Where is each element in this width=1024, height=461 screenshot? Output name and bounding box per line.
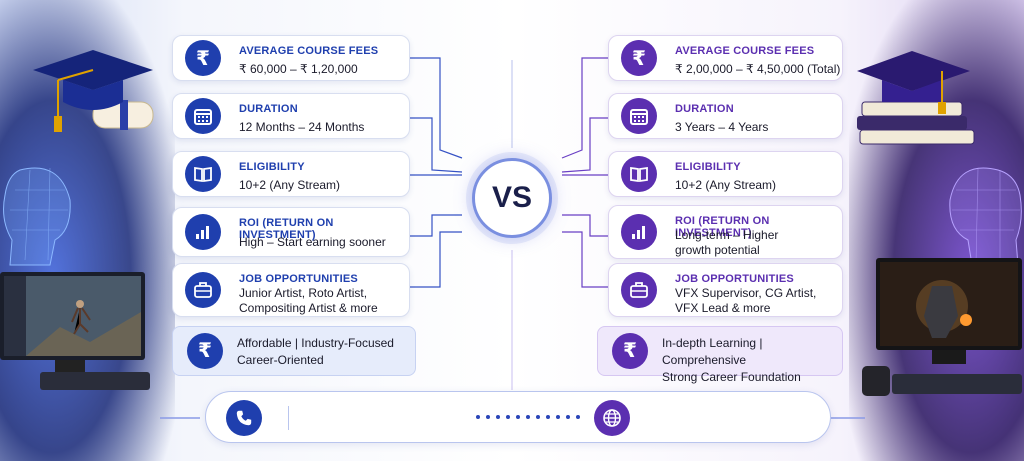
website-button[interactable]	[594, 400, 630, 436]
wireframe-head-icon	[3, 167, 71, 266]
dots-decoration	[476, 415, 580, 419]
card-value-line: Long-term – Higher	[675, 228, 779, 242]
left-card-fees: ₹ AVERAGE COURSE FEES ₹ 60,000 – ₹ 1,20,…	[172, 35, 410, 81]
left-card-jobs: JOB OPPORTUNITIES Junior Artist, Roto Ar…	[172, 263, 410, 317]
card-title: AVERAGE COURSE FEES	[239, 45, 379, 57]
bar-chart-icon	[621, 214, 657, 250]
books-graduation-cap-illustration	[857, 51, 975, 145]
card-value: ₹ 2,00,000 – ₹ 4,50,000 (Total)	[675, 62, 841, 76]
card-value: ₹ 60,000 – ₹ 1,20,000	[239, 62, 358, 76]
card-value: VFX Supervisor, CG Artist, VFX Lead & mo…	[675, 286, 816, 316]
right-summary-box: ₹ In-depth Learning | Comprehensive Stro…	[597, 326, 843, 384]
vs-label: VS	[472, 158, 552, 238]
left-summary-box: ₹ Affordable | Industry-Focused Career-O…	[172, 326, 416, 376]
card-title: AVERAGE COURSE FEES	[675, 45, 815, 57]
card-value: High – Start earning sooner	[239, 235, 386, 249]
card-value: 12 Months – 24 Months	[239, 120, 365, 134]
left-card-eligibility: ELIGIBILITY 10+2 (Any Stream)	[172, 151, 410, 197]
wireframe-robot-head-icon	[949, 167, 1022, 266]
rupee-icon: ₹	[185, 40, 221, 76]
card-title: ROI (RETURN ON INVESTMENT)	[239, 217, 334, 241]
rupee-icon: ₹	[187, 333, 223, 369]
card-value: Long-term – Higher growth potential	[675, 228, 778, 258]
rupee-icon: ₹	[612, 333, 648, 369]
card-title: ELIGIBILITY	[239, 161, 305, 173]
card-value: Junior Artist, Roto Artist, Compositing …	[239, 286, 378, 316]
briefcase-icon	[621, 272, 657, 308]
right-card-roi: ROI (RETURN ON INVESTMENT) Long-term – H…	[608, 205, 843, 259]
calendar-icon	[185, 98, 221, 134]
card-title: DURATION	[239, 103, 298, 115]
vs-emblem: VS	[462, 148, 562, 248]
rupee-icon: ₹	[621, 40, 657, 76]
card-value: 3 Years – 4 Years	[675, 120, 769, 134]
right-card-jobs: JOB OPPORTUNITIES VFX Supervisor, CG Art…	[608, 263, 843, 317]
book-icon	[621, 156, 657, 192]
summary-line: Strong Career Foundation	[662, 370, 801, 384]
right-card-duration: DURATION 3 Years – 4 Years	[608, 93, 843, 139]
summary-line: Career-Oriented	[237, 353, 324, 367]
bar-chart-icon	[185, 214, 221, 250]
summary-line: Affordable | Industry-Focused	[237, 336, 394, 350]
left-monitor-illustration	[0, 272, 150, 390]
left-card-duration: DURATION 12 Months – 24 Months	[172, 93, 410, 139]
card-value-line: growth potential	[675, 243, 760, 257]
right-card-eligibility: ELIGIBILITY 10+2 (Any Stream)	[608, 151, 843, 197]
phone-button[interactable]	[226, 400, 262, 436]
book-icon	[185, 156, 221, 192]
right-card-fees: ₹ AVERAGE COURSE FEES ₹ 2,00,000 – ₹ 4,5…	[608, 35, 843, 81]
right-monitor-illustration	[862, 258, 1022, 396]
card-title: DURATION	[675, 103, 734, 115]
summary-line: In-depth Learning | Comprehensive	[662, 336, 763, 367]
card-value-line: VFX Lead & more	[675, 301, 771, 315]
calendar-icon	[621, 98, 657, 134]
card-value: 10+2 (Any Stream)	[239, 178, 341, 192]
card-title: JOB OPPORTUNITIES	[675, 273, 794, 285]
divider	[288, 406, 289, 430]
card-value-line: Compositing Artist & more	[239, 301, 378, 315]
card-title: ELIGIBILITY	[675, 161, 741, 173]
card-title: JOB OPPORTUNITIES	[239, 273, 358, 285]
card-title: ROI (RETURN ON INVESTMENT)	[675, 215, 770, 239]
card-value: 10+2 (Any Stream)	[675, 178, 777, 192]
phone-icon	[236, 410, 252, 426]
briefcase-icon	[185, 272, 221, 308]
card-value-line: Junior Artist, Roto Artist,	[239, 286, 368, 300]
left-card-roi: ROI (RETURN ON INVESTMENT) High – Start …	[172, 207, 410, 257]
contact-bar	[205, 391, 831, 443]
globe-icon	[603, 409, 621, 427]
card-value-line: VFX Supervisor, CG Artist,	[675, 286, 817, 300]
graduation-cap-diploma-illustration	[33, 50, 154, 132]
